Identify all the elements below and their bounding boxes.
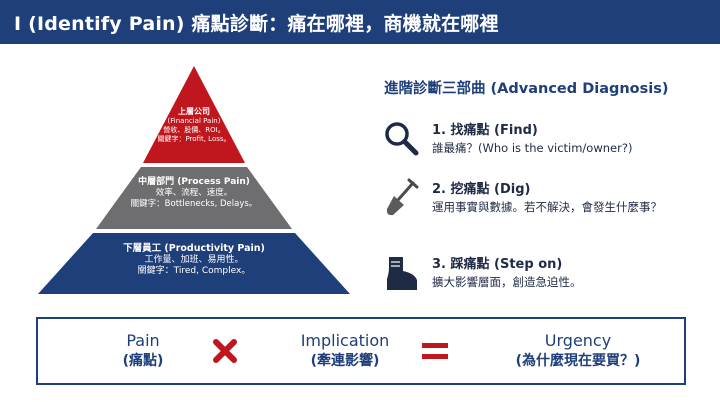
pyramid-top-line2: 營收、股價、ROI。	[163, 125, 225, 134]
formula-pain: Pain (痛點)	[98, 331, 188, 370]
pyramid-middle-layer	[96, 167, 292, 229]
pyramid-middle-line1: 效率、流程、速度。	[155, 188, 233, 199]
diagnosis-title: 進階診斷三部曲 (Advanced Diagnosis)	[384, 81, 669, 97]
step-stepon-heading: 3. 踩痛點 (Step on)	[432, 257, 563, 272]
equals-icon	[422, 343, 448, 359]
formula-box: Pain (痛點) Implication (牽連影響) Urgency (為什…	[36, 317, 686, 385]
pyramid-bottom-text: 下層員工 (Productivity Pain) 工作量、加班、易用性。 關鍵字…	[38, 243, 350, 277]
pyramid-shape	[38, 66, 350, 294]
formula-implication-zh: (牽連影響)	[310, 352, 380, 369]
step-find-heading: 1. 找痛點 (Find)	[432, 123, 538, 138]
step-dig-heading: 2. 挖痛點 (Dig)	[432, 182, 531, 197]
formula-implication: Implication (牽連影響)	[270, 331, 420, 370]
step-find-desc: 誰最痛？(Who is the victim/owner?)	[432, 141, 633, 155]
pyramid-top-line3: 關鍵字：Profit, Loss。	[157, 134, 231, 143]
pyramid-bottom-layer	[38, 233, 350, 294]
step-stepon-desc: 擴大影響層面，創造急迫性。	[432, 275, 582, 289]
pyramid-bottom-heading: 下層員工 (Productivity Pain)	[123, 243, 265, 254]
pyramid-middle-heading: 中層部門 (Process Pain)	[138, 177, 250, 187]
formula-implication-en: Implication	[300, 331, 390, 350]
pyramid-top-text: 上層公司 (Financial Pain) 營收、股價、ROI。 關鍵字：Pro…	[154, 107, 234, 143]
formula-pain-en: Pain	[126, 331, 160, 350]
title-bar: I (Identify Pain) 痛點診斷：痛在哪裡，商機就在哪裡	[0, 0, 720, 44]
pyramid-top-line1: (Financial Pain)	[167, 117, 221, 125]
pyramid-middle-text: 中層部門 (Process Pain) 效率、流程、速度。 關鍵字：Bottle…	[38, 177, 350, 210]
formula-urgency: Urgency (為什麼現在要買？)	[478, 331, 678, 370]
pyramid-top-layer	[143, 66, 245, 163]
magnifier-icon	[385, 122, 419, 156]
multiply-icon	[213, 339, 237, 363]
pyramid-middle-line2: 關鍵字：Bottlenecks, Delays。	[130, 198, 258, 209]
pain-pyramid: 上層公司 (Financial Pain) 營收、股價、ROI。 關鍵字：Pro…	[38, 66, 350, 294]
page-title: I (Identify Pain) 痛點診斷：痛在哪裡，商機就在哪裡	[14, 13, 499, 35]
pyramid-top-heading: 上層公司	[178, 107, 210, 116]
pyramid-bottom-line1: 工作量、加班、易用性。	[144, 254, 244, 265]
boot-icon	[387, 257, 417, 290]
step-dig-desc: 運用事實與數據。若不解決，會發生什麼事？	[432, 200, 662, 214]
formula-urgency-en: Urgency	[544, 331, 612, 350]
shovel-icon	[386, 178, 419, 216]
pyramid-bottom-line2: 關鍵字：Tired, Complex。	[137, 266, 251, 277]
formula-pain-zh: (痛點)	[122, 352, 164, 369]
formula-urgency-zh: (為什麼現在要買？)	[515, 352, 641, 369]
